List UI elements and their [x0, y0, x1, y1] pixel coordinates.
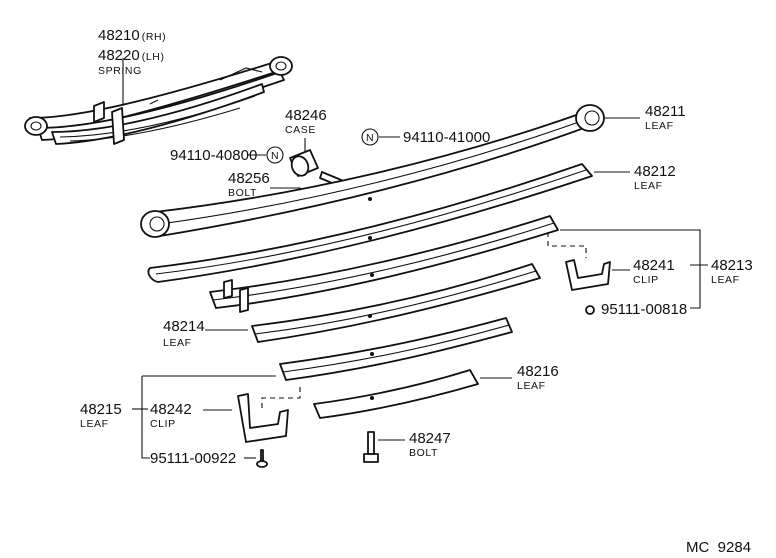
bolt-48247-number: 48247: [409, 430, 451, 447]
clip-48242-drawing: [237, 393, 289, 443]
nut-right-symbol-circle: [361, 128, 379, 146]
bolt-95111-right-drawing: [585, 305, 595, 315]
leaf-48211-number: 48211: [645, 103, 686, 120]
spring-rh-number: 48210: [98, 27, 140, 44]
leaf-48215-number: 48215: [80, 401, 122, 418]
leaf-48215-name: LEAF: [80, 418, 109, 430]
leaf-48214-number: 48214: [163, 318, 205, 335]
bolt-95111-left-number: 95111-00922: [150, 450, 236, 467]
bolt-95111-left-drawing: [256, 449, 268, 468]
leaf-48215-drawing: [279, 317, 513, 381]
leaf-48211-name: LEAF: [645, 120, 674, 132]
nut-left-symbol: N: [271, 150, 279, 162]
clip-48242-number: 48242: [150, 401, 192, 418]
bolt-48247-name: BOLT: [409, 447, 438, 459]
leaf-48212-number: 48212: [634, 163, 676, 180]
spring-lh-number: 48220: [98, 47, 140, 64]
leaf-48213-name: LEAF: [711, 274, 740, 286]
spring-rh-side: (RH): [142, 31, 167, 43]
svg-text:48210(RH): 48210(RH): [98, 27, 166, 44]
leaf-48216-name: LEAF: [517, 380, 546, 392]
svg-text:48220(LH): 48220(LH): [98, 47, 165, 64]
leaf-48214-name: LEAF: [163, 337, 192, 349]
leaf-48212-drawing: [147, 163, 593, 283]
spring-name: SPRING: [98, 65, 142, 77]
nut-right-number: 94110-41000: [403, 129, 490, 146]
spring-assembly-drawing: [24, 56, 293, 145]
leaf-48213-number: 48213: [711, 257, 753, 274]
clip-48241-number: 48241: [633, 257, 675, 274]
case-drawing: [289, 149, 319, 177]
leaf-48212-name: LEAF: [634, 180, 663, 192]
nut-left-symbol-circle: [266, 146, 284, 164]
center-bolt-name: BOLT: [228, 187, 257, 199]
leaf-48216-number: 48216: [517, 363, 559, 380]
center-bolt-number: 48256: [228, 170, 270, 187]
leaf-48214-drawing: [251, 263, 541, 343]
bolt-48247-drawing: [363, 431, 379, 463]
spring-lh-side: (LH): [142, 51, 165, 63]
case-number: 48246: [285, 107, 327, 124]
nut-left-number: 94110-40800: [170, 147, 257, 164]
nut-right-symbol: N: [366, 132, 374, 144]
leaf-48216-drawing: [313, 369, 479, 419]
clip-48241-drawing: [565, 259, 611, 291]
clip-48241-name: CLIP: [633, 274, 659, 286]
case-name: CASE: [285, 124, 316, 136]
diagram-code: MC 9284: [686, 539, 751, 556]
bolt-95111-right-number: 95111-00818: [601, 301, 687, 318]
leaf-48211-drawing: [140, 104, 605, 238]
leaf-48213-drawing: [209, 215, 559, 313]
clip-48242-name: CLIP: [150, 418, 176, 430]
